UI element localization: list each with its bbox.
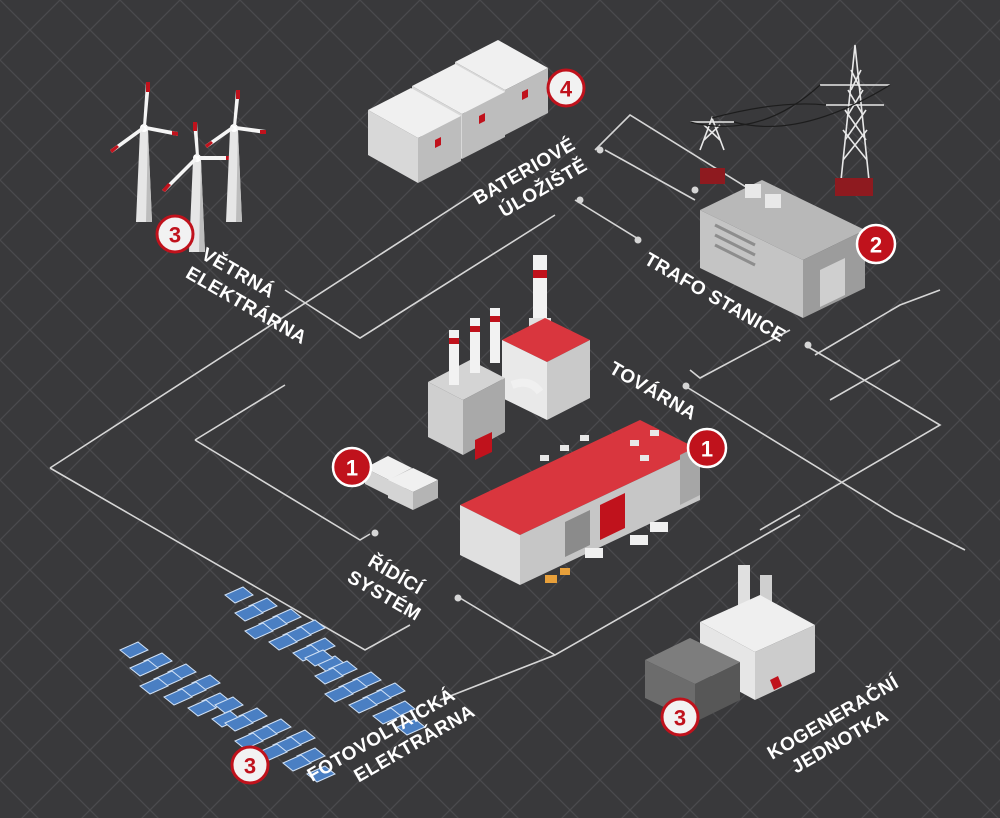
svg-text:3: 3 bbox=[169, 223, 181, 248]
wind-turbine-icon bbox=[110, 82, 178, 222]
badge-chp: 3 bbox=[660, 697, 700, 737]
badge-factory-small: 1 bbox=[331, 446, 373, 488]
badge-trafo: 2 bbox=[855, 223, 897, 265]
battery-containers bbox=[368, 40, 548, 183]
solar-panel-icon bbox=[304, 649, 334, 667]
solar-panel-icon bbox=[234, 604, 264, 622]
solar-panel-icon bbox=[119, 641, 149, 659]
solar-panel-icon bbox=[372, 707, 402, 725]
solar-panel-icon bbox=[324, 685, 354, 703]
connector-lines bbox=[49, 113, 966, 701]
solar-panel-icon bbox=[244, 622, 274, 640]
badge-wind: 3 bbox=[155, 214, 195, 254]
solar-panel-icon bbox=[163, 688, 193, 706]
solar-panel-icon bbox=[129, 659, 159, 677]
solar-panel-icon bbox=[282, 754, 312, 772]
solar-panel-icon bbox=[214, 696, 244, 714]
svg-text:3: 3 bbox=[244, 754, 256, 779]
solar-panel-icon bbox=[314, 667, 344, 685]
solar-panels bbox=[119, 586, 426, 783]
solar-panel-icon bbox=[396, 718, 426, 736]
solar-panel-icon bbox=[268, 633, 298, 651]
solar-panel-icon bbox=[224, 586, 254, 604]
svg-text:2: 2 bbox=[870, 233, 882, 258]
solar-panel-icon bbox=[139, 677, 169, 695]
solar-panel-icon bbox=[348, 696, 378, 714]
chp-unit bbox=[645, 565, 815, 722]
warehouse bbox=[460, 420, 700, 585]
svg-text:4: 4 bbox=[560, 77, 573, 102]
svg-text:1: 1 bbox=[346, 456, 358, 481]
badge-battery: 4 bbox=[546, 68, 586, 108]
solar-panel-icon bbox=[306, 765, 336, 783]
wind-turbine-icon bbox=[205, 90, 266, 222]
solar-panel-icon bbox=[224, 714, 254, 732]
power-plant bbox=[428, 255, 590, 460]
badge-factory-main: 1 bbox=[686, 427, 728, 469]
pylon-base bbox=[835, 178, 873, 196]
solar-panel-icon bbox=[187, 699, 217, 717]
pylon-base bbox=[700, 168, 725, 184]
badge-solar: 3 bbox=[230, 745, 270, 785]
transformer-station bbox=[689, 44, 891, 318]
svg-text:1: 1 bbox=[701, 437, 713, 462]
small-factory-boxes bbox=[365, 456, 438, 510]
power-lines bbox=[689, 84, 891, 128]
solar-panel-icon bbox=[234, 732, 264, 750]
battery-container-icon bbox=[368, 88, 461, 183]
svg-text:3: 3 bbox=[674, 706, 686, 731]
